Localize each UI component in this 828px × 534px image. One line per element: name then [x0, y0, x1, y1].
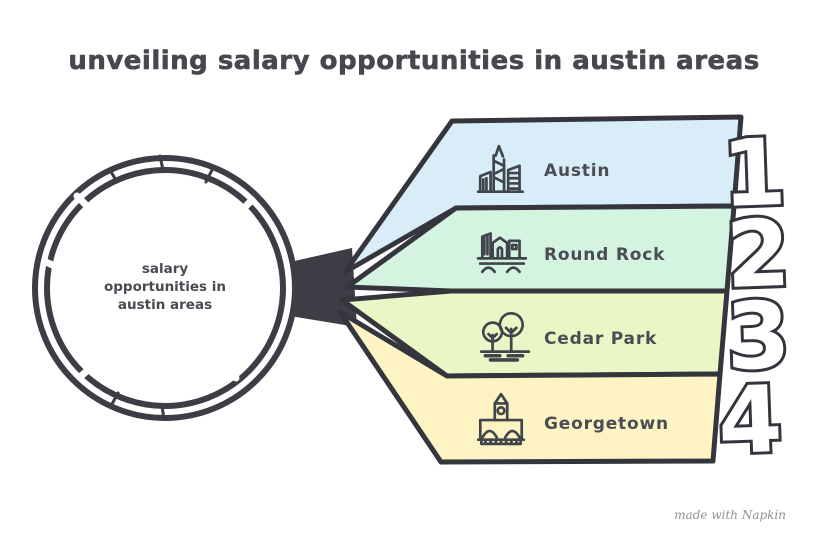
rank-number-1: 1 [720, 119, 788, 228]
page-title: unveiling salary opportunities in austin… [68, 46, 760, 77]
rank-number-3: 3 [724, 282, 792, 391]
watermark: made with Napkin [674, 508, 786, 522]
band-georgetown[interactable] [337, 309, 723, 465]
rank-number-2: 2 [724, 200, 792, 309]
rank-number-4: 4 [716, 366, 784, 475]
band-label-cedar-park[interactable]: Cedar Park [544, 329, 658, 349]
band-fan [337, 114, 744, 465]
magnifier-caption-line1: salary [141, 261, 189, 277]
band-label-austin[interactable]: Austin [544, 161, 611, 181]
magnifier-caption: salary opportunities in austin areas [65, 260, 265, 314]
magnifier-caption-line2: opportunities in [103, 279, 227, 295]
courthouse-icon [472, 390, 530, 448]
city-skyline-icon [474, 142, 532, 200]
rock-buildings-icon [474, 218, 532, 276]
band-label-round-rock[interactable]: Round Rock [544, 245, 666, 265]
magnifier-handle [290, 248, 357, 327]
rank-numbers: 1 2 3 4 [713, 116, 795, 478]
lens-shine-marks [42, 192, 256, 382]
magnifier-caption-line3: austin areas [117, 297, 213, 313]
magnifier-lens [32, 154, 298, 421]
park-trees-icon [476, 304, 534, 362]
band-label-georgetown[interactable]: Georgetown [544, 414, 669, 434]
lens-hatch-ticks [108, 154, 214, 421]
